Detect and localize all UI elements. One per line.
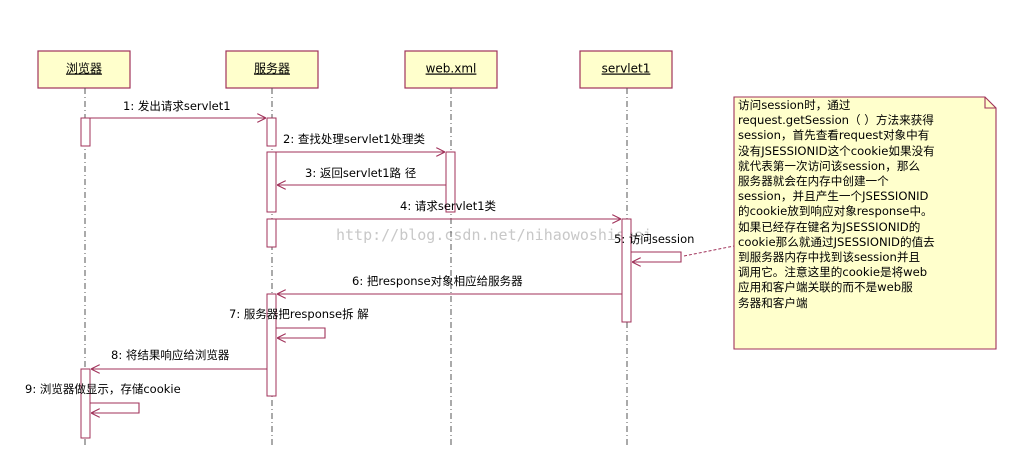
note-line: 如果已经存在键名为JSESSIONID的 bbox=[738, 219, 921, 234]
message-2-label: 2: 查找处理servlet1处理类 bbox=[283, 132, 426, 146]
message-1-label: 1: 发出请求servlet1 bbox=[123, 99, 231, 113]
participant-webxml-label: web.xml bbox=[426, 62, 477, 76]
note-line: session，并且产生一个JSESSIONID bbox=[738, 189, 929, 204]
participant-browser-label: 浏览器 bbox=[66, 61, 102, 76]
participant-webxml: web.xml bbox=[404, 50, 498, 89]
activation-server-2 bbox=[266, 151, 277, 213]
message-7-label: 7: 服务器把response拆 解 bbox=[229, 307, 369, 321]
message-5-label: 5: 访问session bbox=[614, 232, 694, 246]
note-line: 到服务器内存中找到该session并且 bbox=[738, 250, 921, 265]
activation-browser-1 bbox=[80, 117, 91, 147]
message-3-label: 3: 返回servlet1路 径 bbox=[305, 166, 416, 180]
activation-server-3 bbox=[266, 218, 277, 248]
note-line: 没有JSESSIONID这个cookie如果没有 bbox=[738, 143, 935, 158]
message-3: 3: 返回servlet1路 径 bbox=[277, 166, 446, 185]
message-1: 1: 发出请求servlet1 bbox=[90, 99, 266, 118]
participant-browser: 浏览器 bbox=[37, 50, 131, 89]
message-8: 8: 将结果响应给浏览器 bbox=[91, 348, 267, 369]
message-4: 4: 请求servlet1类 bbox=[276, 199, 621, 219]
activation-browser-2 bbox=[80, 368, 91, 439]
message-8-label: 8: 将结果响应给浏览器 bbox=[111, 348, 230, 362]
message-2: 2: 查找处理servlet1处理类 bbox=[276, 132, 445, 152]
note-line: 服务器就会在内存中创建一个 bbox=[738, 174, 889, 189]
note-connector bbox=[683, 245, 735, 257]
message-5: 5: 访问session bbox=[614, 232, 694, 262]
note-line: 务器和客户端 bbox=[738, 295, 808, 310]
message-9: 9: 浏览器做显示，存储cookie bbox=[25, 382, 181, 413]
message-4-label: 4: 请求servlet1类 bbox=[400, 199, 497, 213]
message-9-label: 9: 浏览器做显示，存储cookie bbox=[25, 382, 181, 396]
note-line: 就代表第一次访问该session，那么 bbox=[738, 158, 921, 173]
participant-server: 服务器 bbox=[225, 50, 319, 89]
activation-webxml bbox=[445, 151, 456, 213]
note-line: request.getSession（ ）方法来获得 bbox=[738, 113, 934, 128]
participant-server-label: 服务器 bbox=[254, 61, 290, 76]
note-line: 访问session时，通过 bbox=[738, 98, 851, 112]
activation-servlet1 bbox=[621, 218, 632, 323]
message-6-label: 6: 把response对象相应给服务器 bbox=[352, 274, 523, 288]
message-6: 6: 把response对象相应给服务器 bbox=[277, 274, 622, 294]
note-line: cookie那么就通过JSESSIONID的值去 bbox=[738, 234, 935, 249]
note-line: 调用它。注意这里的cookie是将web bbox=[738, 265, 928, 280]
activation-server-4 bbox=[266, 293, 277, 397]
activation-server-1 bbox=[266, 117, 277, 147]
note-line: 的cookie放到响应对象response中。 bbox=[738, 204, 933, 219]
participant-servlet1-label: servlet1 bbox=[602, 62, 651, 76]
message-7: 7: 服务器把response拆 解 bbox=[229, 307, 369, 338]
note-line: 应用和客户端关联的而不是web服 bbox=[738, 280, 913, 295]
note bbox=[683, 96, 997, 350]
watermark: http://blog.csdn.net/nihaowoshishei bbox=[336, 226, 652, 244]
note-line: session，首先查看request对象中有 bbox=[738, 128, 930, 143]
participant-servlet1: servlet1 bbox=[579, 50, 673, 89]
